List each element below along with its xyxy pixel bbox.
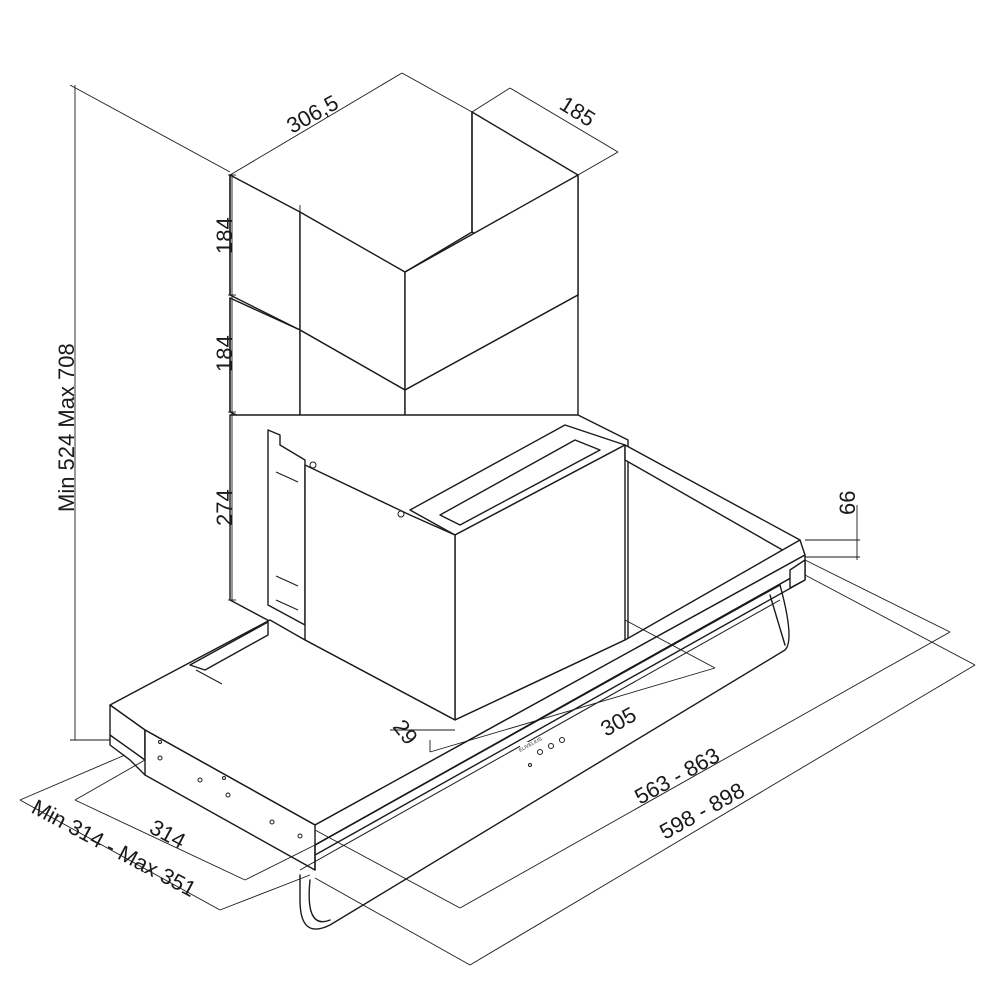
label-depth: 314 — [146, 814, 190, 853]
upper-chimney — [229, 111, 579, 391]
label-motor-width: 305 — [596, 702, 640, 742]
control-button[interactable] — [548, 743, 554, 749]
dimension-lines — [19, 72, 976, 966]
label-chimney-width: 306,5 — [282, 90, 342, 139]
label-upper-height: 184 — [212, 217, 237, 254]
label-total-height: Min 524 Max 708 — [54, 343, 79, 512]
canopy: ELIVELIUS — [109, 444, 806, 930]
motor-housing — [229, 414, 629, 721]
label-lower-height: 274 — [212, 489, 237, 526]
control-button[interactable] — [537, 749, 543, 755]
label-middle-height: 184 — [212, 335, 237, 372]
label-chimney-depth: 185 — [555, 91, 599, 132]
label-canopy-thickness: 66 — [835, 491, 860, 515]
control-button[interactable] — [559, 737, 565, 743]
